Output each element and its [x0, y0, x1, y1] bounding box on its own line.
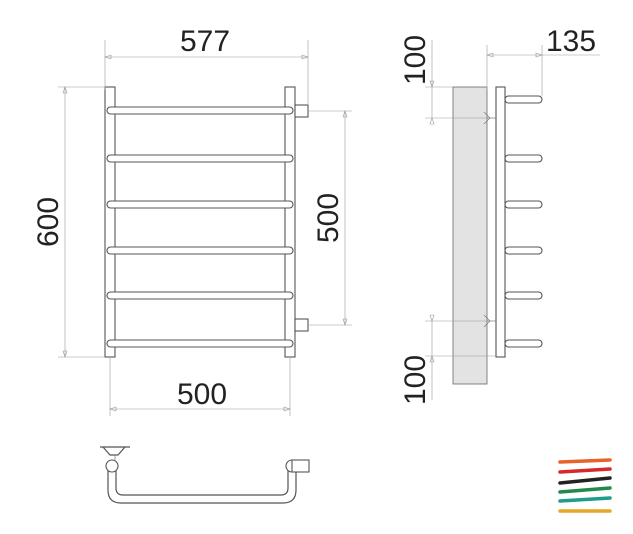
- rung: [106, 106, 294, 115]
- side-upright: [495, 86, 506, 358]
- front-view: 577 600 500 500: [32, 25, 352, 416]
- dimension-connection-distance: 500: [309, 110, 352, 326]
- dimension-bottom-width: 500: [109, 358, 291, 416]
- bottom-offset-label: 100: [399, 355, 432, 405]
- depth-label: 135: [546, 25, 596, 58]
- rung: [106, 154, 294, 163]
- rung: [106, 200, 294, 209]
- logo-stripe: [558, 496, 612, 503]
- logo-stripe: [558, 467, 612, 474]
- rung: [106, 246, 294, 255]
- dimension-overall-width: 577: [104, 25, 309, 104]
- top-connection: [294, 104, 309, 118]
- dimension-bottom-offset: 100: [399, 314, 496, 405]
- rung: [106, 291, 294, 300]
- top-view-left-end: [105, 459, 119, 473]
- side-rung: [504, 154, 543, 163]
- side-rung: [504, 291, 543, 300]
- height-label: 600: [32, 197, 65, 247]
- wall-brackets: [483, 111, 496, 328]
- dimension-height: 600: [32, 86, 104, 358]
- side-rung: [504, 95, 543, 104]
- top-view: [100, 446, 310, 504]
- bottom-width-label: 500: [177, 378, 227, 411]
- dimension-depth: 135: [486, 25, 600, 96]
- side-view: 135 100 100: [399, 25, 600, 405]
- brand-stripes-logo: [558, 458, 612, 513]
- connection-distance-label: 500: [312, 193, 345, 243]
- logo-stripe: [558, 486, 612, 494]
- dimension-top-offset: 100: [399, 35, 487, 125]
- right-upright: [284, 86, 296, 358]
- overall-width-label: 577: [180, 25, 230, 58]
- side-rung: [504, 339, 543, 348]
- left-upright: [104, 86, 116, 358]
- logo-stripe: [558, 476, 612, 485]
- logo-stripe: [558, 458, 612, 464]
- wall: [452, 86, 488, 385]
- rung: [106, 339, 294, 348]
- side-rungs: [504, 95, 543, 348]
- side-rung: [504, 200, 543, 209]
- top-offset-label: 100: [399, 35, 432, 85]
- side-rung: [504, 246, 543, 255]
- bottom-connection: [294, 318, 309, 332]
- top-view-connection: [291, 459, 310, 473]
- rungs: [106, 106, 294, 348]
